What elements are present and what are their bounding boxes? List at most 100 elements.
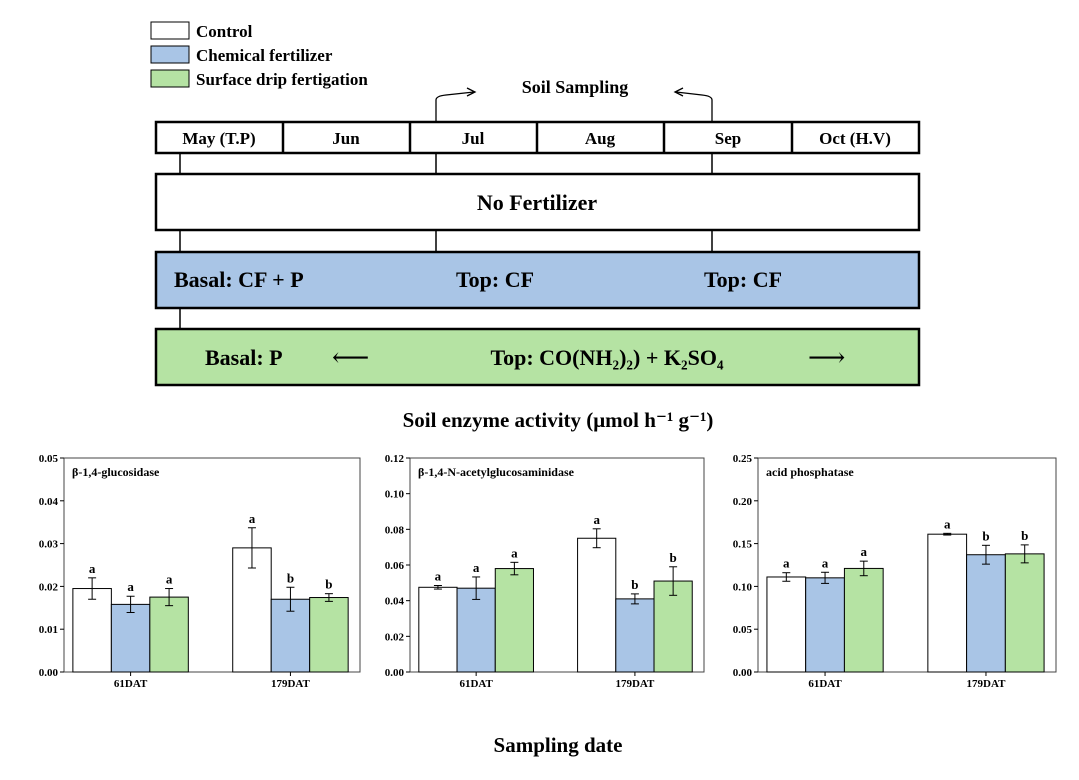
legend-swatch-control: [150, 21, 190, 40]
significance-letter: a: [435, 569, 442, 584]
y-tick-label: 0.20: [733, 496, 753, 508]
y-tick-label: 0.06: [385, 560, 405, 572]
significance-letter: a: [89, 561, 96, 576]
chart-title: β-1,4-glucosidase: [72, 465, 160, 479]
bar: [456, 587, 496, 673]
y-tick-label: 0.01: [39, 624, 58, 636]
significance-letter: a: [861, 544, 868, 559]
bar: [494, 568, 534, 673]
y-tick-label: 0.25: [733, 453, 753, 465]
bar: [805, 577, 845, 673]
y-tick-label: 0.02: [39, 581, 59, 593]
y-tick-label: 0.02: [385, 631, 405, 643]
y-tick-label: 0.08: [385, 524, 405, 536]
significance-letter: b: [670, 550, 677, 565]
timeline-connectors: [179, 153, 713, 329]
bar: [615, 598, 655, 673]
bar: [653, 580, 693, 673]
bar: [232, 547, 272, 673]
chart-title: acid phosphatase: [766, 465, 854, 479]
month-aug: Aug: [585, 129, 616, 148]
bar: [418, 586, 458, 673]
cf-top-label-1: Top: CF: [456, 267, 534, 292]
y-tick-label: 0.05: [39, 453, 59, 465]
charts: 0.00 0.01 0.02 0.03 0.04 0.05 β-1,4-glucosidas…: [39, 453, 1057, 690]
sampling-arrowhead-left: [466, 87, 477, 97]
soil-sampling-label: Soil Sampling: [522, 77, 629, 97]
month-timeline: May (T.P) Jun Jul Aug Sep Oct (H.V): [154, 120, 921, 155]
bar: [149, 596, 189, 673]
soil-sampling: Soil Sampling: [435, 77, 713, 122]
bar: [110, 603, 151, 673]
legend-swatch-surface-drip: [150, 69, 190, 88]
month-oct: Oct (H.V): [819, 129, 891, 148]
significance-letter: a: [166, 572, 173, 587]
y-tick-label: 0.15: [733, 539, 753, 551]
month-jul: Jul: [462, 129, 485, 148]
x-tick-label: 61DAT: [114, 678, 148, 690]
chart-panel-1: 0.000.010.020.030.040.05β-1,4-glucosidas…: [39, 453, 361, 690]
cf-basal-label: Basal: CF + P: [174, 267, 304, 292]
x-tick-label: 179DAT: [615, 678, 655, 690]
bar: [72, 588, 112, 673]
x-axis-title: Sampling date: [494, 733, 623, 757]
significance-letter: a: [822, 555, 829, 570]
drip-basal-label: Basal: P: [205, 345, 283, 370]
sampling-arrow-left: [435, 91, 475, 122]
bar: [843, 567, 884, 673]
significance-letter: b: [982, 528, 989, 543]
chart-title: β-1,4-N-acetylglucosaminidase: [418, 465, 575, 479]
bar: [927, 533, 968, 673]
significance-letter: a: [127, 579, 134, 594]
sampling-arrowhead-right: [673, 87, 684, 97]
y-tick-label: 0.12: [385, 453, 405, 465]
legend-label-control: Control: [196, 22, 253, 41]
y-tick-label: 0.10: [385, 489, 405, 501]
y-tick-label: 0.00: [733, 667, 753, 679]
x-tick-label: 179DAT: [967, 678, 1007, 690]
y-tick-label: 0.03: [39, 539, 59, 551]
y-tick-label: 0.04: [385, 596, 405, 608]
section-title: Soil enzyme activity (μmol h⁻¹ g⁻¹): [403, 408, 714, 432]
control-row: No Fertilizer: [154, 172, 921, 232]
month-sep: Sep: [715, 129, 741, 148]
plot-frame: [63, 457, 361, 673]
cf-row: Basal: CF + P Top: CF Top: CF: [154, 250, 921, 310]
bar: [309, 597, 349, 673]
significance-letter: a: [593, 512, 600, 527]
significance-letter: a: [473, 560, 480, 575]
significance-letter: a: [511, 545, 518, 560]
drip-left-arrow: ⟵: [332, 343, 369, 372]
plot-frame: [757, 457, 1057, 673]
month-jun: Jun: [332, 129, 360, 148]
legend-label-surface-drip: Surface drip fertigation: [196, 70, 368, 89]
legend-label-chemical-fertilizer: Chemical fertilizer: [196, 46, 333, 65]
control-row-label: No Fertilizer: [477, 190, 598, 215]
bar: [766, 576, 807, 673]
y-tick-label: 0.00: [39, 667, 59, 679]
significance-letter: a: [944, 516, 951, 531]
significance-letter: b: [1021, 528, 1028, 543]
bar: [577, 537, 617, 673]
chart-panel-3: 0.00 0.05 0.10 0.15 0.20 0.25 acid phosphatase…: [733, 453, 1057, 690]
legend: Control Chemical fertilizer Surface drip…: [150, 21, 368, 89]
sampling-arrow-right: [675, 91, 713, 122]
x-tick-label: 61DAT: [808, 678, 842, 690]
chart-panel-2: 0.000.020.040.060.080.100.12β-1,4-N-acet…: [385, 453, 705, 690]
drip-row: Basal: P ⟵ Top: CO(NH₂)₂) + K₂SO₄ ⟶: [154, 327, 921, 387]
significance-letter: a: [249, 511, 256, 526]
significance-letter: a: [783, 556, 790, 571]
y-tick-label: 0.05: [733, 624, 753, 636]
bar: [1004, 553, 1045, 673]
significance-letter: b: [325, 577, 332, 592]
drip-right-arrow: ⟶: [808, 343, 845, 372]
bar: [966, 554, 1006, 673]
x-tick-label: 61DAT: [459, 678, 493, 690]
significance-letter: b: [631, 577, 638, 592]
legend-swatch-chemical-fertilizer: [150, 45, 190, 64]
x-tick-label: 179DAT: [271, 678, 311, 690]
y-tick-label: 0.10: [733, 581, 753, 593]
cf-top-label-2: Top: CF: [704, 267, 782, 292]
drip-top-label: Top: CO(NH₂)₂) + K₂SO₄: [490, 345, 723, 370]
